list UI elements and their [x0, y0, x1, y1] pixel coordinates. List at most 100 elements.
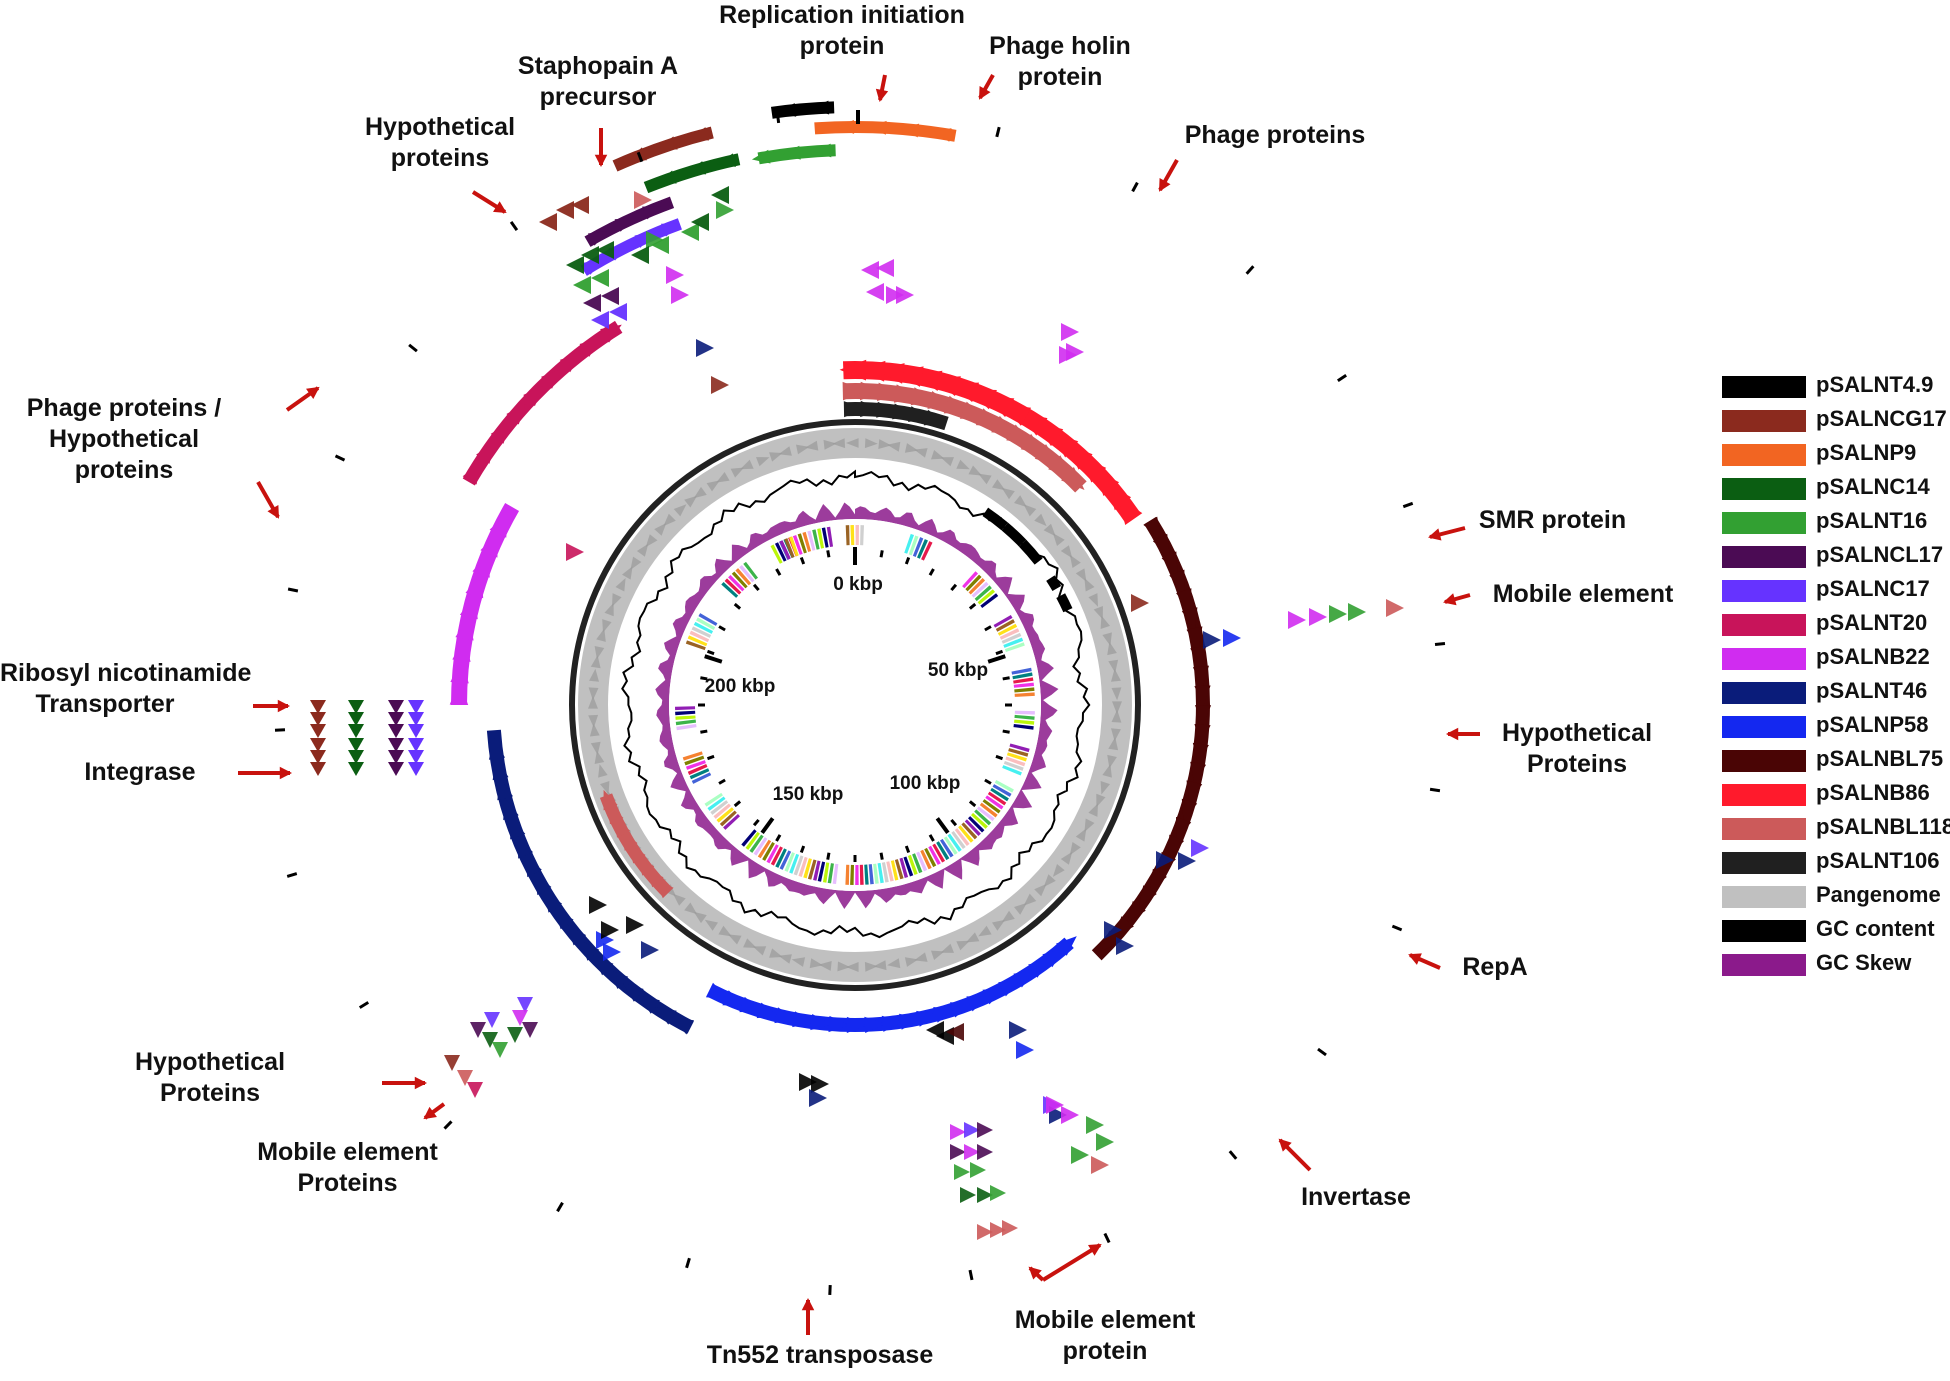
- annotation-line: Staphopain A: [506, 51, 690, 82]
- gene-band-segment: [933, 855, 936, 857]
- legend-swatch: [1722, 648, 1806, 670]
- gene-band-segment: [929, 857, 932, 859]
- annotation-line: Integrase: [70, 757, 210, 788]
- periphery-dash: [997, 127, 999, 137]
- periphery-dash: [1430, 789, 1440, 790]
- legend-swatch: [1722, 818, 1806, 840]
- legend-swatch: [1722, 682, 1806, 704]
- cluster-gene-mark: [609, 303, 627, 321]
- scatter-gene-mark: [1191, 839, 1209, 857]
- gene-band-segment: [829, 873, 832, 874]
- periphery-dash: [1247, 266, 1254, 273]
- cluster-gene-mark: [310, 724, 326, 738]
- annotation-line: Phage holin: [965, 31, 1155, 62]
- scale-tick: [1003, 678, 1010, 679]
- annotation-line: Proteins: [1472, 749, 1682, 780]
- cluster-gene-mark: [388, 712, 404, 726]
- cluster-gene-mark: [348, 724, 364, 738]
- periphery-dash: [1230, 1151, 1236, 1159]
- plasmid-arc-pSALNT20: [469, 327, 619, 482]
- cluster-gene-mark: [950, 1124, 966, 1140]
- gene-band-segment: [716, 802, 718, 805]
- annotation-pointer-head: [1443, 593, 1456, 605]
- scale-label: 150 kbp: [773, 784, 844, 805]
- legend-item: pSALNT106: [1722, 846, 1950, 876]
- gene-band-segment: [1005, 624, 1007, 627]
- legend-label: pSALNT46: [1816, 676, 1927, 706]
- legend-label: pSALNBL75: [1816, 744, 1943, 774]
- gene-band-segment: [718, 806, 720, 809]
- gene-band-segment: [888, 871, 891, 872]
- annotation-invertase: Invertase: [1286, 1182, 1426, 1213]
- gene-band-segment: [982, 816, 984, 818]
- cluster-gene-mark: [539, 213, 557, 231]
- scatter-gene-mark: [566, 543, 584, 561]
- legend-label: pSALNBL118: [1816, 812, 1950, 842]
- legend-item: pSALNP9: [1722, 438, 1950, 468]
- gene-band-segment: [727, 817, 729, 819]
- annotation-line: precursor: [506, 82, 690, 113]
- gene-band-segment: [793, 863, 796, 864]
- cluster-gene-mark: [388, 750, 404, 764]
- scatter-gene-mark: [696, 339, 714, 357]
- gene-band-segment: [731, 821, 733, 823]
- legend-swatch: [1722, 784, 1806, 806]
- gene-band-segment: [784, 859, 787, 860]
- cluster-gene-mark: [484, 1012, 500, 1028]
- annotation-hypothetical-bottom-left: Hypothetical Proteins: [118, 1047, 302, 1109]
- cluster-gene-mark: [970, 1162, 986, 1178]
- legend-label: pSALNB22: [1816, 642, 1930, 672]
- gene-band-segment: [1015, 760, 1016, 763]
- gene-band-segment: [991, 805, 993, 808]
- gene-band-segment: [893, 870, 896, 871]
- cluster-gene-mark: [492, 1042, 508, 1058]
- scatter-gene-mark: [1086, 1116, 1104, 1134]
- annotation-line: Phage proteins: [1170, 120, 1380, 151]
- gene-band-segment: [953, 842, 956, 844]
- gene-band-segment: [961, 836, 964, 838]
- annotation-line: Replication initiation: [702, 0, 982, 31]
- cluster-gene-mark: [467, 1082, 483, 1098]
- legend-item: pSALNT20: [1722, 608, 1950, 638]
- gene-band-segment: [796, 544, 799, 545]
- cluster-gene-mark: [711, 186, 729, 204]
- annotation-line: protein: [965, 62, 1155, 93]
- legend-item: pSALNBL75: [1722, 744, 1950, 774]
- legend-label: pSALNT20: [1816, 608, 1927, 638]
- legend-label: Pangenome: [1816, 880, 1941, 910]
- cluster-gene-mark: [408, 700, 424, 714]
- cluster-gene-mark: [601, 287, 619, 305]
- gene-band-segment: [988, 809, 990, 812]
- legend-item: pSALNB86: [1722, 778, 1950, 808]
- periphery-dash: [1133, 183, 1138, 192]
- gene-band-segment: [996, 797, 998, 800]
- scatter-gene-mark: [716, 201, 734, 219]
- annotation-line: Ribosyl nicotinamide: [0, 658, 275, 689]
- cluster-gene-mark: [408, 712, 424, 726]
- gene-band-segment: [916, 863, 919, 864]
- gene-band-segment: [965, 833, 968, 835]
- scatter-gene-mark: [1116, 937, 1134, 955]
- annotation-line: Invertase: [1286, 1182, 1426, 1213]
- legend-swatch: [1722, 886, 1806, 908]
- gene-band-segment: [1001, 789, 1003, 792]
- gene-band-segment: [937, 852, 940, 854]
- legend-label: pSALNC14: [1816, 472, 1930, 502]
- legend-label: pSALNB86: [1816, 778, 1930, 808]
- gene-band-segment: [972, 827, 974, 829]
- gene-band-segment: [697, 768, 698, 771]
- legend-label: pSALNCL17: [1816, 540, 1943, 570]
- scale-tick: [700, 731, 707, 732]
- cluster-gene-mark: [977, 1144, 993, 1160]
- scatter-gene-mark: [589, 896, 607, 914]
- legend-item: GC Skew: [1722, 948, 1950, 978]
- annotation-line: protein: [995, 1336, 1215, 1367]
- gene-band-segment: [695, 763, 696, 766]
- cluster-gene-mark: [310, 700, 326, 714]
- scatter-gene-mark: [1386, 599, 1404, 617]
- gene-band-segment: [941, 850, 944, 852]
- gene-band-segment: [1011, 769, 1012, 772]
- scatter-gene-mark: [641, 941, 659, 959]
- gene-band-segment: [828, 537, 831, 538]
- gene-band-segment: [767, 851, 770, 853]
